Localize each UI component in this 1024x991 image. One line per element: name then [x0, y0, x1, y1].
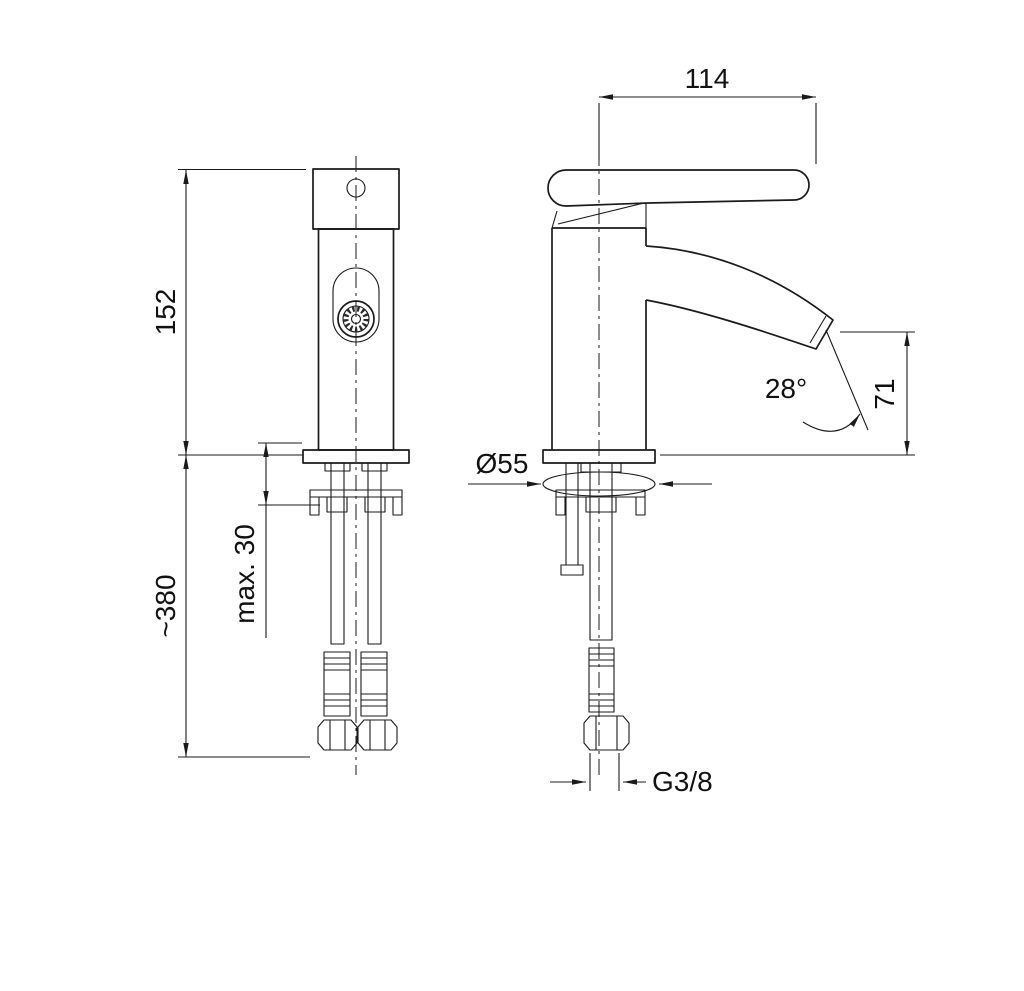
dimension-max-deck-thickness: max. 30: [229, 442, 320, 638]
dim-label-max-deck-thickness: max. 30: [229, 524, 260, 624]
dim-label-height-total: 152: [150, 289, 181, 336]
dimension-outlet-angle: 28°: [765, 329, 869, 432]
dim-label-base-diameter: Ø55: [476, 448, 529, 479]
dim-label-connection-thread: G3/8: [652, 766, 713, 797]
dim-label-reach: 114: [685, 63, 730, 94]
dimension-base-diameter: Ø55: [468, 448, 712, 487]
dim-label-height-below-deck: ~380: [150, 574, 181, 637]
dimension-outlet-height: 71: [660, 331, 915, 456]
front-view: [302, 156, 410, 775]
dimension-connection-thread: G3/8: [550, 753, 713, 797]
dim-label-outlet-angle: 28°: [765, 373, 807, 404]
dim-label-outlet-height: 71: [869, 378, 900, 409]
dimension-height-below-deck: ~380: [150, 455, 310, 758]
side-mounting-hardware: [555, 462, 646, 751]
front-mounting-hardware: [309, 462, 403, 751]
side-view: [542, 150, 834, 775]
dimensions: 152 ~380 max. 30 114 71: [150, 63, 915, 797]
dimension-reach: 114: [598, 63, 817, 164]
dimension-height-total: 152: [150, 168, 306, 456]
